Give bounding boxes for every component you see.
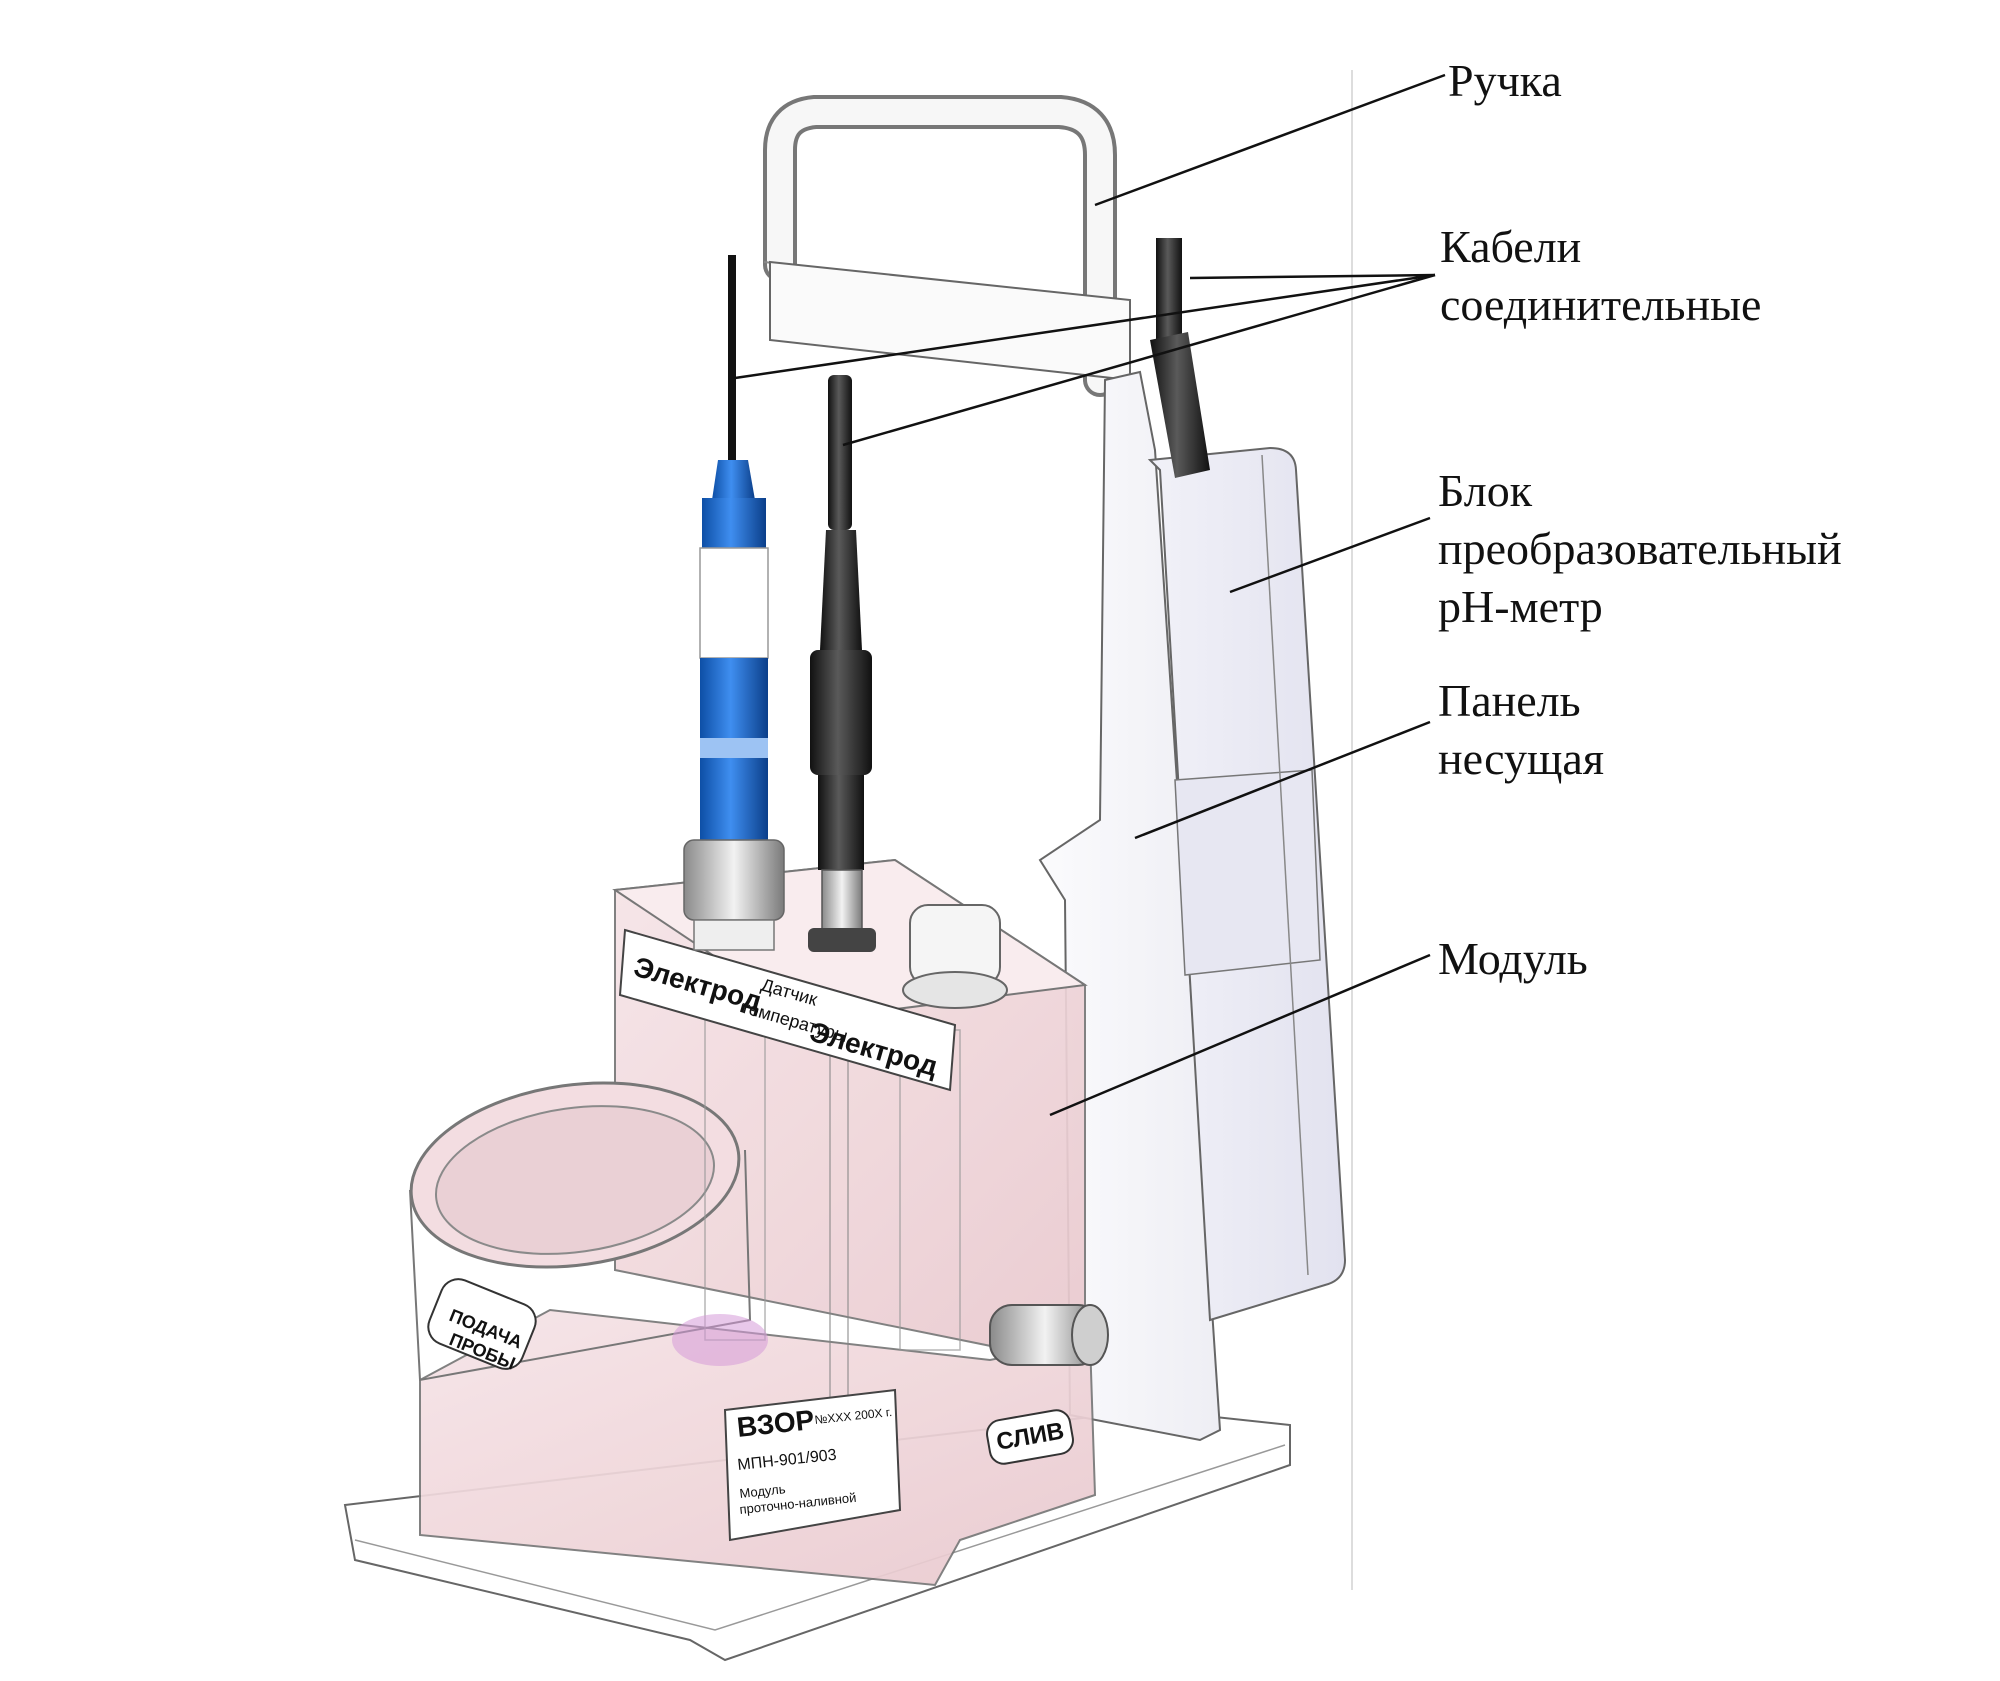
top-plug [902,904,1008,1009]
leader-lines [734,73,1446,1117]
leader-module [1049,953,1431,1117]
ph-electrode [683,255,785,951]
leader-handle [1094,73,1446,207]
leader-cable-3 [842,273,1436,447]
callout-converter-line3: pH-метр [1438,581,1603,632]
converter-cable [1150,238,1210,478]
callout-module: Модуль [1438,930,1588,988]
sample-inlet-label: ПОДАЧА ПРОБЫ [427,1278,537,1374]
temperature-sensor [808,375,876,952]
leader-panel [1134,720,1431,840]
drain-nozzle [989,1304,1109,1366]
leader-cable-1 [1189,273,1436,280]
callout-converter-line1: Блок [1438,465,1533,516]
leader-converter [1229,516,1431,594]
drain-label: СЛИВ [986,1409,1074,1465]
callout-cables-line2: соединительные [1440,279,1762,330]
leader-cable-2 [734,273,1436,380]
callout-panel-line1: Панель [1438,675,1581,726]
callout-handle: Ручка [1448,52,1562,110]
callout-cables-line1: Кабели [1440,221,1582,272]
nameplate-desc-1: Модуль [739,1481,787,1501]
nameplate: ВЗОР №XXX 200X г. МПН-901/903 Модуль про… [723,1388,902,1542]
callout-panel: Панель несущая [1438,672,1604,788]
callout-panel-line2: несущая [1438,733,1604,784]
converter-box [1147,446,1347,1322]
callout-handle-line: Ручка [1448,55,1562,106]
callout-cables: Кабели соединительные [1440,218,1761,334]
callout-converter: Блок преобразовательный pH-метр [1438,462,1842,636]
callout-module-line: Модуль [1438,933,1588,984]
callout-converter-line2: преобразовательный [1438,523,1842,574]
